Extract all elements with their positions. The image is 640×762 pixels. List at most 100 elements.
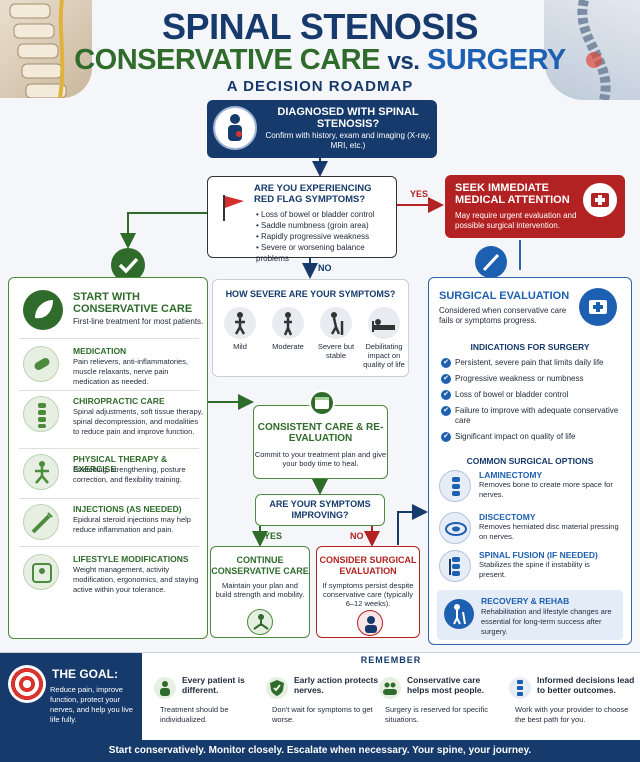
person-icon bbox=[154, 677, 176, 699]
item-title: INJECTIONS (AS NEEDED) bbox=[73, 504, 182, 514]
surgical-text: Considered when conservative care fails … bbox=[439, 306, 567, 325]
severity-level: Severe but stable bbox=[313, 307, 359, 360]
people-group-icon bbox=[379, 677, 401, 699]
consistent-care-text: Commit to your treatment plan and give y… bbox=[254, 450, 387, 468]
goal-text: Reduce pain, improve function, protect y… bbox=[50, 685, 133, 724]
green-check-icon bbox=[111, 248, 145, 282]
item-text: Weight management, activity modification… bbox=[73, 565, 199, 594]
remember-text: Treatment should be individualized. bbox=[160, 705, 229, 724]
seek-attention-box: SEEK IMMEDIATE MEDICAL ATTENTION May req… bbox=[445, 175, 625, 238]
option-text: Stabilizes the spine if instability is p… bbox=[479, 560, 590, 579]
standing-person-icon bbox=[272, 307, 304, 339]
person-with-cane-icon bbox=[320, 307, 352, 339]
medical-kit-icon bbox=[579, 288, 617, 326]
remember-title: Informed decisions lead to better outcom… bbox=[537, 675, 635, 695]
spine-illustration bbox=[0, 0, 92, 98]
severity-box: HOW SEVERE ARE YOUR SYMPTOMS? Mild Moder… bbox=[212, 279, 409, 377]
item-title: LIFESTYLE MODIFICATIONS bbox=[73, 554, 189, 564]
item-title: CHIROPRACTIC CARE bbox=[73, 396, 165, 406]
list-item: Progressive weakness or numbness bbox=[441, 374, 621, 384]
item-text: Stretching, strengthening, posture corre… bbox=[73, 465, 186, 484]
page-subtitle: A DECISION ROADMAP bbox=[226, 78, 414, 95]
walker-icon bbox=[444, 599, 474, 629]
list-item: Significant impact on quality of life bbox=[441, 432, 621, 442]
list-item: Loss of bowel or bladder control bbox=[441, 390, 621, 400]
exercise-icon bbox=[23, 454, 59, 490]
improving-box: ARE YOUR SYMPTOMS IMPROVING? bbox=[255, 494, 385, 526]
yes-label: YES bbox=[264, 531, 283, 541]
item-text: Pain relievers, anti-inflammatories, mus… bbox=[73, 357, 189, 386]
item-text: Spinal adjustments, soft tissue therapy,… bbox=[73, 407, 203, 436]
disc-icon bbox=[439, 512, 471, 544]
option-title: LAMINECTOMY bbox=[479, 470, 543, 480]
remember-title: Early action protects nerves. bbox=[294, 675, 379, 695]
list-item: Saddle numbness (groin area) bbox=[256, 220, 396, 231]
continue-care-box: CONTINUE CONSERVATIVE CARE Maintain your… bbox=[210, 546, 310, 638]
rehab-title: RECOVERY & REHAB bbox=[481, 596, 570, 606]
option-text: Removes bone to create more space for ne… bbox=[479, 480, 613, 499]
syringe-icon bbox=[23, 504, 59, 540]
patient-back-pain-icon bbox=[213, 106, 257, 150]
diagnosed-heading: DIAGNOSED WITH SPINAL STENOSIS? bbox=[277, 106, 419, 130]
severity-level: Mild bbox=[217, 307, 263, 351]
remember-heading: REMEMBER bbox=[360, 655, 422, 665]
diagnosed-text: Confirm with history, exam and imaging (… bbox=[265, 131, 431, 150]
calendar-icon bbox=[309, 390, 335, 416]
page-title-line2: CONSERVATIVE CARE vs. SURGERY bbox=[0, 44, 640, 77]
continue-care-heading: CONTINUE CONSERVATIVE CARE bbox=[211, 555, 309, 576]
list-item: Severe or worsening balance problems bbox=[256, 242, 396, 264]
footer-tagline: Start conservatively. Monitor closely. E… bbox=[0, 740, 640, 762]
spine-column-icon bbox=[509, 677, 531, 699]
consistent-care-heading: CONSISTENT CARE & RE-EVALUATION bbox=[257, 422, 384, 444]
yes-label: YES bbox=[410, 189, 429, 199]
severity-level: Debilitating impact on quality of life bbox=[359, 307, 409, 369]
indications-heading: INDICATIONS FOR SURGERY bbox=[470, 342, 590, 352]
spine-icon bbox=[23, 396, 59, 432]
seek-heading: SEEK IMMEDIATE MEDICAL ATTENTION bbox=[455, 182, 570, 206]
scale-icon bbox=[23, 554, 59, 590]
meditation-icon bbox=[247, 609, 273, 635]
shield-check-icon bbox=[266, 677, 288, 699]
no-label: NO bbox=[350, 531, 364, 541]
consistent-care-box: CONSISTENT CARE & RE-EVALUATION Commit t… bbox=[253, 390, 388, 479]
continue-care-text: Maintain your plan and build strength an… bbox=[215, 581, 305, 599]
seek-text: May require urgent evaluation and possib… bbox=[455, 211, 577, 230]
surgical-evaluation-panel: SURGICAL EVALUATION Considered when cons… bbox=[428, 277, 632, 645]
conservative-care-heading: START WITH CONSERVATIVE CARE bbox=[73, 291, 193, 315]
scalpel-icon bbox=[475, 246, 507, 278]
list-item: Persistent, severe pain that limits dail… bbox=[441, 358, 621, 368]
item-title: MEDICATION bbox=[73, 346, 127, 356]
red-flag-heading: ARE YOU EXPERIENCING RED FLAG SYMPTOMS? bbox=[254, 183, 372, 205]
no-label: NO bbox=[318, 263, 332, 273]
remember-text: Work with your provider to choose the be… bbox=[515, 705, 629, 724]
bottom-section: THE GOAL: Reduce pain, improve function,… bbox=[0, 652, 640, 741]
severity-label: Moderate bbox=[272, 342, 304, 351]
first-aid-icon bbox=[583, 183, 617, 217]
list-item: Failure to improve with adequate conserv… bbox=[441, 406, 621, 426]
item-title: PHYSICAL THERAPY & EXERCISE bbox=[73, 454, 168, 474]
options-heading: COMMON SURGICAL OPTIONS bbox=[466, 456, 594, 466]
list-item: Rapidly progressive weakness bbox=[256, 231, 396, 242]
severity-label: Mild bbox=[233, 342, 247, 351]
recovery-rehab-box: RECOVERY & REHAB Rehabilitation and life… bbox=[437, 590, 623, 640]
red-flag-icon bbox=[223, 195, 244, 221]
remember-text: Don't wait for symptoms to get worse. bbox=[272, 705, 373, 724]
person-in-bed-icon bbox=[368, 307, 400, 339]
remember-title: Conservative care helps most people. bbox=[407, 675, 484, 695]
title-vs: vs. bbox=[387, 48, 420, 75]
vertebra-icon bbox=[439, 470, 471, 502]
consider-surgery-heading: CONSIDER SURGICAL EVALUATION bbox=[319, 555, 417, 576]
title-surgery: SURGERY bbox=[426, 44, 566, 76]
goal-box: THE GOAL: Reduce pain, improve function,… bbox=[0, 653, 142, 741]
pills-icon bbox=[23, 346, 59, 382]
title-conservative: CONSERVATIVE CARE bbox=[74, 44, 380, 76]
spinal-fusion-icon bbox=[439, 550, 471, 582]
severity-heading: HOW SEVERE ARE YOUR SYMPTOMS? bbox=[225, 289, 396, 299]
surgical-heading: SURGICAL EVALUATION bbox=[439, 290, 570, 302]
rehab-text: Rehabilitation and lifestyle changes are… bbox=[481, 607, 612, 636]
goal-heading: THE GOAL: bbox=[52, 667, 118, 681]
back-xray-illustration bbox=[544, 0, 640, 100]
severity-label: Debilitating impact on quality of life bbox=[363, 342, 405, 369]
option-title: DISCECTOMY bbox=[479, 512, 536, 522]
red-flag-list: Loss of bowel or bladder control Saddle … bbox=[256, 209, 396, 264]
